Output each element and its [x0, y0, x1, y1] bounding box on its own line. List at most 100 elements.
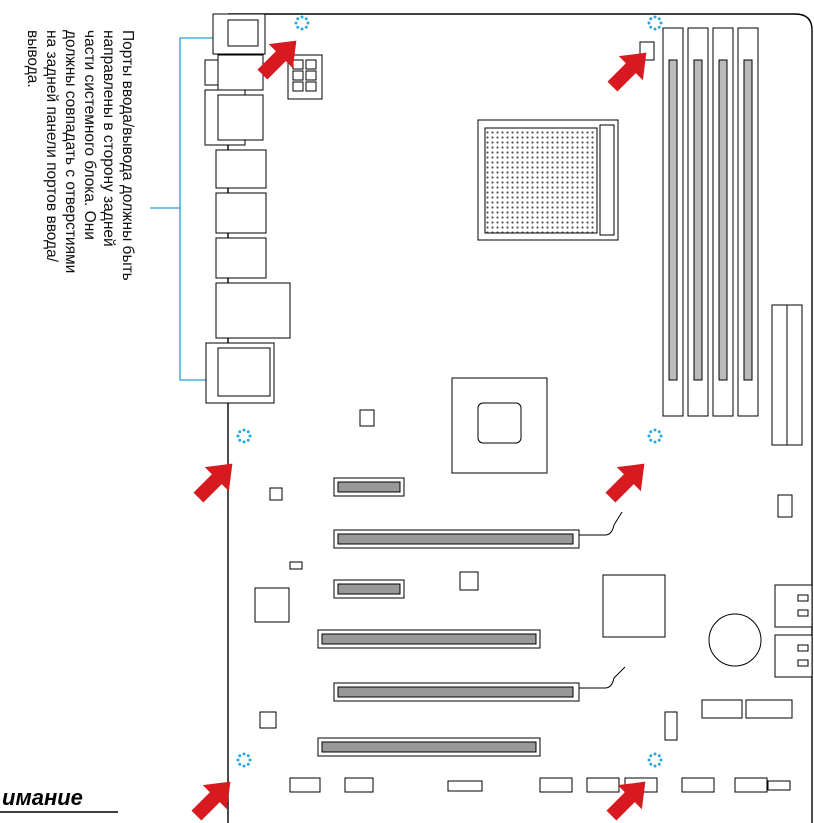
mounting-hole-icon — [236, 752, 252, 768]
red-arrow-shape — [193, 463, 233, 503]
mounting-hole-dot — [296, 17, 300, 21]
mounting-hole-dot — [657, 17, 661, 21]
dimm-slots — [662, 27, 759, 417]
mounting-hole-dot — [246, 754, 250, 758]
mounting-hole-dot — [649, 762, 653, 766]
red-arrow-icon — [605, 463, 645, 503]
mounting-hole-icon — [647, 428, 663, 444]
red-arrow-icon — [257, 40, 297, 80]
note-line-1: Порты ввода/вывода должны быть — [119, 30, 136, 281]
mounting-hole-dot — [653, 440, 657, 444]
usb-stack-1 — [215, 149, 267, 189]
mounting-hole-dot — [242, 440, 246, 444]
mounting-hole-dot — [657, 25, 661, 29]
red-arrow-icon — [607, 52, 647, 92]
board-outline — [227, 13, 813, 823]
mounting-hole-dot — [649, 430, 653, 434]
mounting-hole-dot — [300, 15, 304, 19]
sys-fan-header-1 — [359, 409, 375, 427]
io-orientation-note: Порты ввода/вывода должны быть направлен… — [24, 30, 136, 281]
mounting-hole-dot — [653, 764, 657, 768]
note-line-3: части системного блока. Они — [81, 30, 98, 240]
red-arrow-shape — [257, 40, 297, 80]
cpu-socket — [477, 119, 619, 241]
mounting-hole-dot — [306, 21, 310, 25]
mounting-hole-dot — [657, 430, 661, 434]
attention-caption-text: имание — [2, 785, 83, 810]
mounting-hole-dot — [296, 25, 300, 29]
mounting-hole-dot — [294, 21, 298, 25]
mounting-hole-dot — [242, 428, 246, 432]
chipset-heatsink — [451, 377, 548, 474]
usb-stack-2 — [215, 192, 267, 234]
chip-small-3 — [259, 711, 277, 729]
note-line-5: на задней панели портов ввода/ — [43, 30, 60, 263]
mounting-hole-dot — [238, 754, 242, 758]
usb-stack-3 — [215, 237, 267, 279]
atx-24pin-connector — [771, 304, 803, 446]
cmos-battery — [708, 613, 762, 667]
io-leader-bracket — [150, 37, 215, 381]
mounting-hole-dot — [242, 764, 246, 768]
mounting-hole-dot — [653, 27, 657, 31]
mounting-hole-dot — [304, 25, 308, 29]
mounting-hole-dot — [649, 25, 653, 29]
mounting-hole-dot — [246, 438, 250, 442]
jumper — [289, 561, 303, 570]
chip-small-2 — [459, 571, 479, 591]
mounting-hole-dot — [657, 438, 661, 442]
mounting-hole-dot — [657, 762, 661, 766]
attention-caption: имание — [0, 785, 118, 813]
southbridge — [602, 574, 666, 638]
atx-8pin-connector — [287, 54, 323, 100]
red-arrow-shape — [606, 781, 646, 821]
mounting-hole-dot — [248, 434, 252, 438]
mounting-hole-dot — [246, 430, 250, 434]
mounting-hole-dot — [659, 758, 663, 762]
red-arrow-shape — [605, 463, 645, 503]
mounting-hole-icon — [236, 428, 252, 444]
red-arrow-shape — [191, 781, 231, 821]
mounting-hole-dot — [653, 15, 657, 19]
mounting-hole-dot — [647, 21, 651, 25]
sys-fan-header-2 — [777, 494, 793, 518]
mounting-hole-dot — [300, 27, 304, 31]
red-arrow-icon — [191, 781, 231, 821]
bios-chip — [254, 587, 290, 623]
mounting-hole-icon — [647, 752, 663, 768]
note-line-2: направлены в сторону задней — [100, 30, 117, 247]
mounting-hole-dot — [657, 754, 661, 758]
mounting-holes — [236, 15, 663, 768]
chip-small-1 — [269, 487, 283, 501]
mounting-hole-dot — [236, 434, 240, 438]
mounting-hole-dot — [238, 762, 242, 766]
mounting-hole-dot — [659, 21, 663, 25]
mounting-hole-dot — [246, 762, 250, 766]
lan-port — [215, 282, 291, 339]
note-line-4: должны совпадать с отверстиями — [62, 30, 79, 273]
mounting-hole-dot — [649, 17, 653, 21]
expansion-slots — [317, 477, 626, 757]
mounting-hole-dot — [238, 438, 242, 442]
mounting-hole-icon — [647, 15, 663, 31]
sata-connectors — [701, 584, 813, 719]
arrows — [191, 40, 647, 821]
mounting-hole-dot — [236, 758, 240, 762]
mounting-hole-dot — [649, 754, 653, 758]
red-arrow-shape — [607, 52, 647, 92]
mounting-hole-dot — [248, 758, 252, 762]
mounting-hole-dot — [649, 438, 653, 442]
mounting-hole-dot — [304, 17, 308, 21]
mounting-hole-dot — [238, 430, 242, 434]
io-ports — [204, 13, 291, 404]
mounting-hole-icon — [294, 15, 310, 31]
mounting-hole-dot — [647, 434, 651, 438]
mounting-hole-dot — [242, 752, 246, 756]
mounting-hole-dot — [653, 752, 657, 756]
mounting-hole-dot — [647, 758, 651, 762]
mounting-hole-dot — [659, 434, 663, 438]
red-arrow-icon — [193, 463, 233, 503]
red-arrow-icon — [606, 781, 646, 821]
note-line-6: вывода. — [24, 30, 41, 88]
